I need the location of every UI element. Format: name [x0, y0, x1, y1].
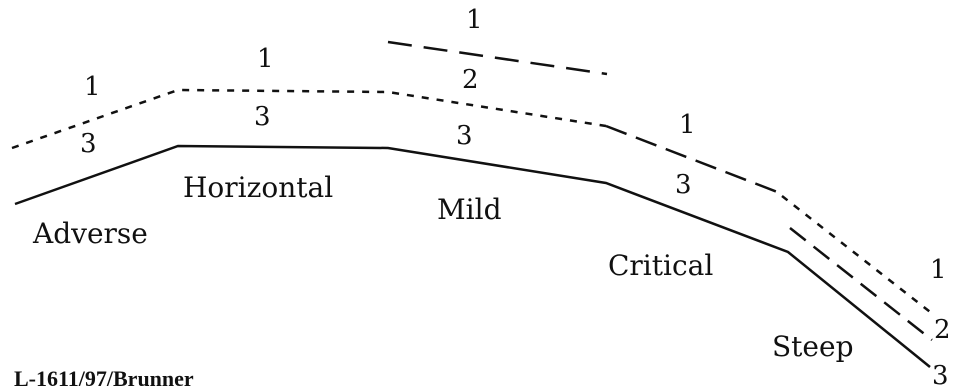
zone-number-mild-3: 3 [456, 121, 473, 151]
zone-number-critical-1: 1 [679, 110, 696, 140]
zone-number-steep-3: 3 [932, 361, 949, 391]
normal-depth-line-adverse-to-mild [11, 88, 607, 150]
zone-number-horizontal-1: 1 [257, 44, 274, 74]
zone-number-adverse-1: 1 [84, 72, 101, 102]
label-mild: Mild [437, 193, 502, 226]
zone-number-mild-1: 1 [466, 5, 483, 35]
zone-number-steep-2: 2 [934, 315, 951, 345]
zone-number-adverse-3: 3 [80, 129, 97, 159]
zone-number-mild-2: 2 [462, 65, 479, 95]
label-critical: Critical [608, 249, 713, 282]
label-steep: Steep [772, 330, 854, 363]
critical-depth-line-steep [781, 195, 935, 316]
label-adverse: Adverse [32, 217, 148, 250]
channel-bed-line [14, 144, 931, 368]
normal-depth-line-steep [789, 227, 933, 341]
critical-depth-line-mild [387, 40, 608, 76]
figure-credit: L-1611/97/Brunner [14, 366, 194, 391]
zone-number-horizontal-3: 3 [254, 102, 271, 132]
zone-number-steep-1: 1 [930, 255, 947, 285]
zone-number-critical-3: 3 [675, 170, 692, 200]
label-horizontal: Horizontal [183, 171, 333, 204]
